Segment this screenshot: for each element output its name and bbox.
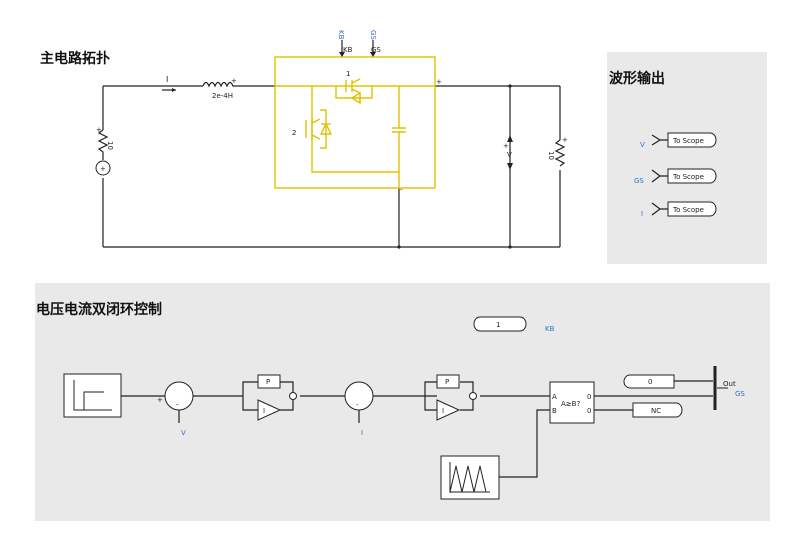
source-resistor-icon xyxy=(97,129,109,160)
svg-text:+: + xyxy=(436,78,442,86)
capacitor-icon xyxy=(392,127,406,133)
goto-arrow-icon xyxy=(651,134,668,146)
compare-o2: 0 xyxy=(587,407,591,415)
scope-target-i: To Scope xyxy=(672,206,704,214)
sum1-minus: - xyxy=(176,401,179,409)
pi2-sum-icon xyxy=(469,392,477,400)
compare-text: A≥B? xyxy=(561,400,580,408)
const-kb-block[interactable] xyxy=(473,316,527,332)
gs-label: GS xyxy=(371,46,381,54)
control-panel xyxy=(35,283,770,521)
pi1-i-block[interactable] xyxy=(257,399,282,421)
kb-label: KB xyxy=(343,46,353,54)
sum-block-1[interactable] xyxy=(164,381,194,411)
compare-o1: 0 xyxy=(587,393,591,401)
bottom-switch-icon xyxy=(305,118,321,140)
scope-target-gs: To Scope xyxy=(672,173,704,181)
scope-rows: V To Scope GS To Scope I To Scope xyxy=(634,132,717,218)
goto-arrow-icon xyxy=(651,169,668,183)
scope-panel xyxy=(607,52,767,264)
const-kb-value: 1 xyxy=(496,321,500,329)
pi1-p-block[interactable] xyxy=(257,374,281,389)
svg-text:+: + xyxy=(503,142,509,150)
step-source-block[interactable] xyxy=(63,373,122,418)
svg-text:+: + xyxy=(96,126,102,134)
dc-source-icon xyxy=(95,160,111,176)
svg-text:+: + xyxy=(100,165,106,173)
sum1-plus: + xyxy=(157,396,163,404)
sum2-ref: I xyxy=(361,429,363,437)
goto-arrow-icon xyxy=(651,202,668,216)
scope-target-v: To Scope xyxy=(672,137,704,145)
load-resistor-icon xyxy=(554,139,566,167)
scope-row-v[interactable]: V To Scope xyxy=(640,132,717,149)
nc-label: NC xyxy=(651,407,661,415)
svg-text:-: - xyxy=(400,186,403,194)
top-switch-icon xyxy=(345,78,361,94)
sum-block-2[interactable] xyxy=(344,381,374,411)
scope-signal-gs: GS xyxy=(634,177,644,185)
triangle-wave-icon xyxy=(449,462,490,493)
comparator-block[interactable] xyxy=(549,381,595,424)
to-scope-block[interactable] xyxy=(667,168,717,184)
resistor-label: 10 xyxy=(547,151,555,160)
pi1-p: P xyxy=(266,378,270,386)
subsystem-border[interactable] xyxy=(274,56,436,189)
inductor-icon xyxy=(202,81,238,88)
kb-top-label: KB xyxy=(337,30,345,40)
pi2-i-block[interactable] xyxy=(436,399,461,421)
control-loop: 1 KB + - V P I - I P I xyxy=(63,316,745,500)
mux-out-label: Out xyxy=(723,380,736,388)
pi2-p: P xyxy=(445,378,449,386)
scope-title: 波形输出 xyxy=(609,70,665,87)
current-label: I xyxy=(166,75,168,84)
voltmeter-label: V xyxy=(507,151,512,159)
nc-terminator[interactable] xyxy=(632,402,683,418)
pi2-p-block[interactable] xyxy=(436,374,460,389)
circuit-title: 主电路拓扑 xyxy=(40,50,110,67)
switch-bottom-label: 2 xyxy=(292,129,296,137)
const-kb-tag: KB xyxy=(545,325,555,333)
bottom-diode-icon xyxy=(319,122,333,135)
sum2-minus: - xyxy=(356,401,359,409)
scope-signal-v: V xyxy=(640,141,645,149)
converter-subsystem[interactable]: KB GS KB GS 1 2 + - xyxy=(274,30,442,194)
to-scope-block[interactable] xyxy=(667,201,717,217)
pi1-sum-icon xyxy=(289,392,297,400)
source-label: 10 xyxy=(106,141,114,150)
switch-top-label: 1 xyxy=(346,70,350,78)
out-const-block[interactable] xyxy=(623,374,675,389)
compare-b: B xyxy=(552,407,557,415)
svg-text:+: + xyxy=(562,136,568,144)
pi2-i: I xyxy=(442,407,444,415)
scope-row-gs[interactable]: GS To Scope xyxy=(634,168,717,185)
out-const-value: 0 xyxy=(648,378,652,386)
pi1-i: I xyxy=(263,407,265,415)
scope-row-i[interactable]: I To Scope xyxy=(641,201,717,218)
main-circuit: I 2e-4H + + + 10 V + + 10 xyxy=(95,75,568,249)
compare-a: A xyxy=(552,393,557,401)
gs-output-tag: GS xyxy=(735,390,745,398)
step-icon xyxy=(73,380,112,411)
inductor-label: 2e-4H xyxy=(212,92,233,100)
scope-signal-i: I xyxy=(641,210,643,218)
control-title: 电压电流双闭环控制 xyxy=(36,301,162,318)
sum1-ref: V xyxy=(181,429,186,437)
svg-text:+: + xyxy=(231,77,237,85)
to-scope-block[interactable] xyxy=(667,132,717,148)
gs-top-label: GS xyxy=(369,30,377,40)
voltmeter-arrow-up-icon xyxy=(507,135,513,142)
